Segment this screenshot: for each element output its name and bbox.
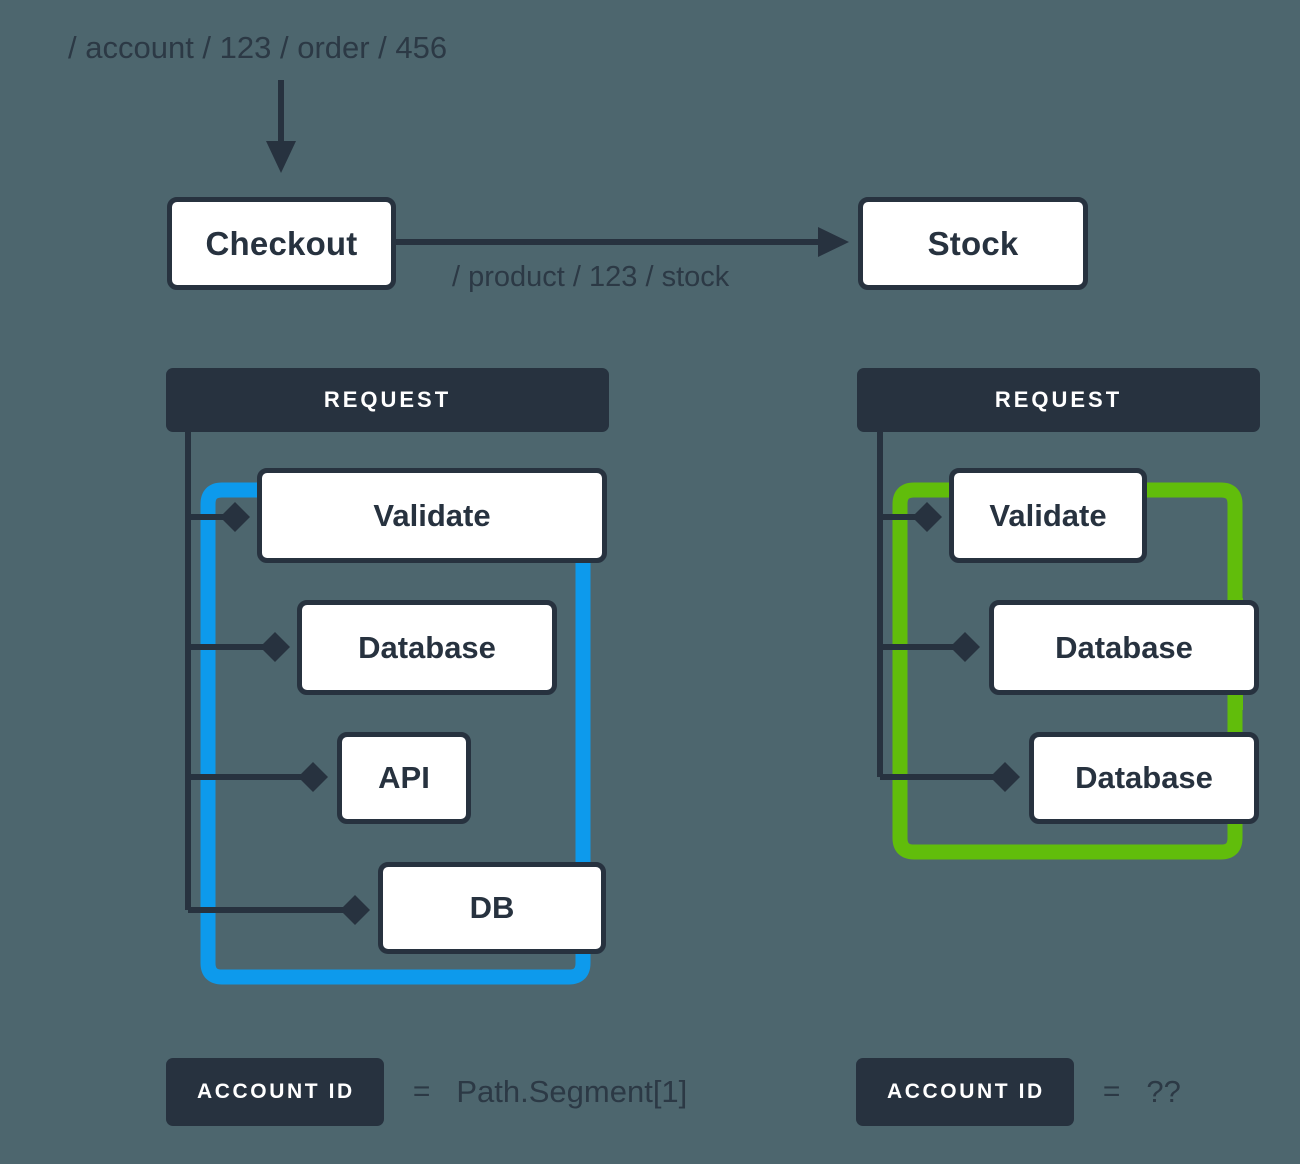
step-node-right-validate-label: Validate	[989, 497, 1107, 533]
left-trunk-lines	[185, 432, 348, 913]
left-branch-diamond-icons	[220, 502, 370, 925]
checkout-to-stock-arrow-icon	[396, 227, 849, 257]
request-header-right: REQUEST	[857, 368, 1260, 432]
service-node-stock[interactable]: Stock	[858, 197, 1088, 290]
right-highlight-path	[892, 482, 1243, 860]
legend-left: ACCOUNT ID = Path.Segment[1]	[166, 1058, 687, 1126]
left-highlight-path	[200, 482, 591, 985]
step-node-left-api-label: API	[378, 760, 430, 795]
step-node-left-validate[interactable]: Validate	[257, 468, 607, 563]
checkout-stock-edge-label: / product / 123 / stock	[452, 261, 730, 293]
step-node-right-database-2-label: Database	[1075, 760, 1213, 795]
legend-left-badge: ACCOUNT ID	[166, 1058, 384, 1126]
service-node-checkout[interactable]: Checkout	[167, 197, 396, 290]
service-node-stock-label: Stock	[927, 224, 1019, 262]
legend-left-equals: =	[412, 1075, 431, 1108]
legend-right-badge: ACCOUNT ID	[856, 1058, 1074, 1126]
right-branch-diamond-icons	[912, 502, 1020, 792]
request-header-left-label: REQUEST	[323, 387, 452, 412]
legend-left-value: Path.Segment[1]	[456, 1074, 688, 1109]
step-node-left-database[interactable]: Database	[297, 600, 557, 695]
request-header-left: REQUEST	[166, 368, 609, 432]
entry-arrow-icon	[266, 80, 296, 173]
step-node-right-database-1[interactable]: Database	[989, 600, 1259, 695]
request-header-right-label: REQUEST	[994, 387, 1123, 412]
step-node-left-database-label: Database	[358, 629, 496, 665]
legend-right-value: ??	[1146, 1074, 1181, 1109]
step-node-right-validate[interactable]: Validate	[949, 468, 1147, 563]
step-node-right-database-2[interactable]: Database	[1029, 732, 1259, 824]
service-node-checkout-label: Checkout	[205, 224, 358, 262]
legend-right-equals: =	[1102, 1075, 1121, 1108]
step-node-left-validate-label: Validate	[373, 497, 491, 533]
step-node-left-db[interactable]: DB	[378, 862, 606, 954]
step-node-left-api[interactable]: API	[337, 732, 471, 824]
step-node-left-db-label: DB	[469, 890, 515, 925]
step-node-right-database-1-label: Database	[1055, 629, 1193, 665]
legend-right: ACCOUNT ID = ??	[856, 1058, 1181, 1126]
entry-path-label: / account / 123 / order / 456	[68, 30, 448, 65]
